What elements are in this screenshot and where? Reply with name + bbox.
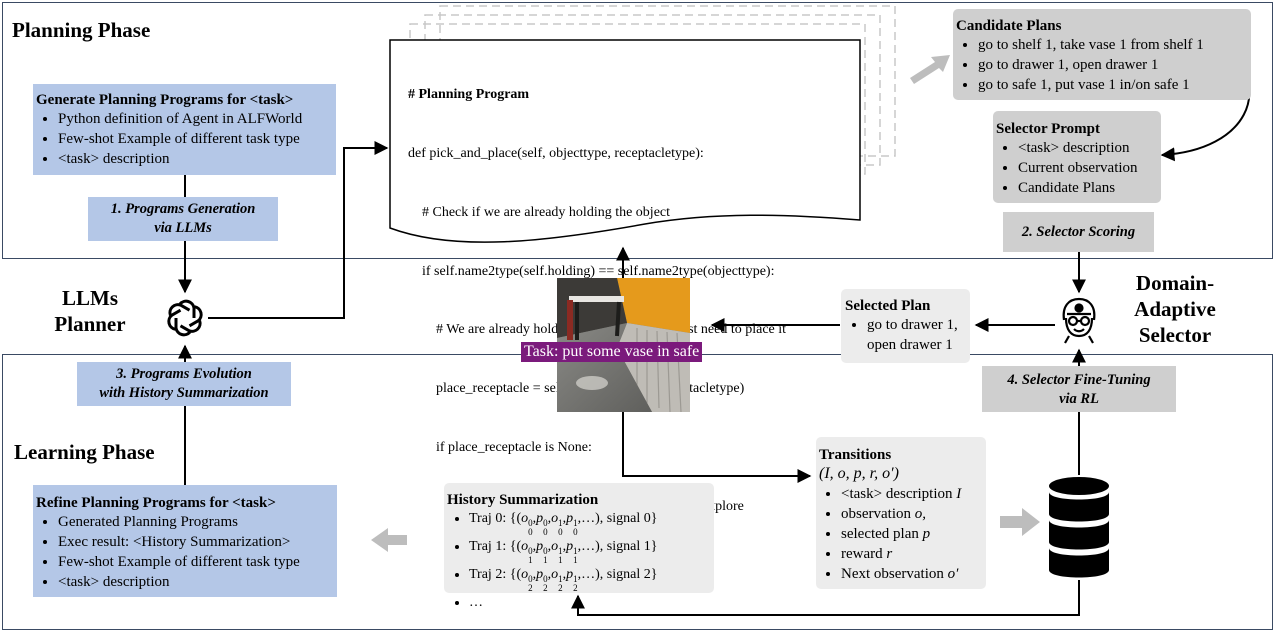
selector-prompt-title: Selector Prompt — [996, 121, 1100, 137]
history-summarization-title: History Summarization — [447, 492, 599, 508]
list-item: go to safe 1, put vase 1 in/on safe 1 — [978, 75, 1247, 95]
transitions-box: Transitions (I, o, p, r, o′) <task> desc… — [816, 437, 986, 589]
program-document-stack — [389, 5, 896, 243]
openai-logo-icon — [167, 299, 203, 337]
candidate-plans-title: Candidate Plans — [956, 18, 1062, 34]
selector-prompt-list: <task> description Current observation C… — [996, 138, 1157, 198]
step2-label: 2. Selector Scoring — [1003, 212, 1154, 252]
list-item: Few-shot Example of different task type — [58, 552, 331, 572]
generate-programs-title: Generate Planning Programs for <task> — [36, 92, 294, 108]
selector-doctor-icon — [1062, 297, 1096, 344]
transitions-list: <task> description I observation o, sele… — [819, 484, 984, 584]
refine-programs-box: Refine Planning Programs for <task> Gene… — [33, 485, 337, 597]
transitions-title: Transitions — [819, 447, 892, 463]
list-item: Generated Planning Programs — [58, 512, 331, 532]
database-icon — [1049, 477, 1109, 578]
list-item: reward r — [841, 544, 984, 564]
list-item: … — [469, 593, 712, 613]
list-item: <task> description — [58, 572, 331, 592]
refine-programs-title: Refine Planning Programs for <task> — [36, 495, 276, 511]
candidate-plans-list: go to shelf 1, take vase 1 from shelf 1 … — [956, 35, 1247, 95]
planning-phase-frame — [2, 2, 1273, 259]
generate-programs-list: Python definition of Agent in ALFWorld F… — [36, 109, 330, 169]
list-item: Traj 0: {(o00,p00,o10,p10,…), signal 0} — [469, 509, 712, 537]
generate-programs-box: Generate Planning Programs for <task> Py… — [33, 84, 336, 175]
list-item: selected plan p — [841, 524, 984, 544]
list-item: go to shelf 1, take vase 1 from shelf 1 — [978, 35, 1247, 55]
selected-plan-list: go to drawer 1,open drawer 1 — [845, 315, 966, 355]
domain-adaptive-selector-label: Domain- Adaptive Selector — [1134, 271, 1216, 347]
llm-planner-label: LLMs Planner — [54, 286, 126, 336]
refine-programs-list: Generated Planning Programs Exec result:… — [36, 512, 331, 592]
history-list: Traj 0: {(o00,p00,o10,p10,…), signal 0} … — [447, 509, 712, 613]
list-item: Few-shot Example of different task type — [58, 129, 330, 149]
list-item: <task> description I — [841, 484, 984, 504]
list-item: Traj 2: {(o02,p02,o12,p12,…), signal 2} — [469, 565, 712, 593]
list-item: Candidate Plans — [1018, 178, 1157, 198]
transition-tuple: (I, o, p, r, o′) — [819, 465, 899, 482]
step4-label: 4. Selector Fine-Tuning via RL — [982, 366, 1176, 412]
selected-plan-box: Selected Plan go to drawer 1,open drawer… — [841, 289, 970, 363]
step3-label: 3. Programs Evolution with History Summa… — [77, 362, 291, 406]
list-item: go to drawer 1,open drawer 1 — [867, 315, 966, 355]
candidate-plans-box: Candidate Plans go to shelf 1, take vase… — [953, 9, 1251, 100]
task-banner: Task: put some vase in safe — [521, 342, 703, 362]
list-item: Next observation o′ — [841, 564, 984, 584]
learning-phase-title: Learning Phase — [14, 440, 155, 464]
history-summarization-box: History Summarization Traj 0: {(o00,p00,… — [444, 483, 714, 610]
code-line: def pick_and_place(self, objecttype, rec… — [408, 145, 704, 161]
program-title-line: # Planning Program — [408, 87, 530, 103]
list-item: <task> description — [58, 149, 330, 169]
selector-prompt-box: Selector Prompt <task> description Curre… — [993, 111, 1161, 203]
list-item: observation o, — [841, 504, 984, 524]
step1-label: 1. Programs Generation via LLMs — [88, 197, 278, 241]
list-item: Current observation — [1018, 158, 1157, 178]
selected-plan-title: Selected Plan — [845, 298, 931, 314]
list-item: Traj 1: {(o01,p01,o11,p11,…), signal 1} — [469, 537, 712, 565]
code-line: # Check if we are already holding the ob… — [408, 204, 671, 220]
code-line: if place_receptacle is None: — [408, 439, 592, 455]
list-item: Exec result: <History Summarization> — [58, 532, 331, 552]
planning-phase-title: Planning Phase — [12, 18, 151, 42]
list-item: <task> description — [1018, 138, 1157, 158]
code-line: if self.name2type(self.holding) == self.… — [408, 263, 775, 279]
list-item: Python definition of Agent in ALFWorld — [58, 109, 330, 129]
list-item: go to drawer 1, open drawer 1 — [978, 55, 1247, 75]
